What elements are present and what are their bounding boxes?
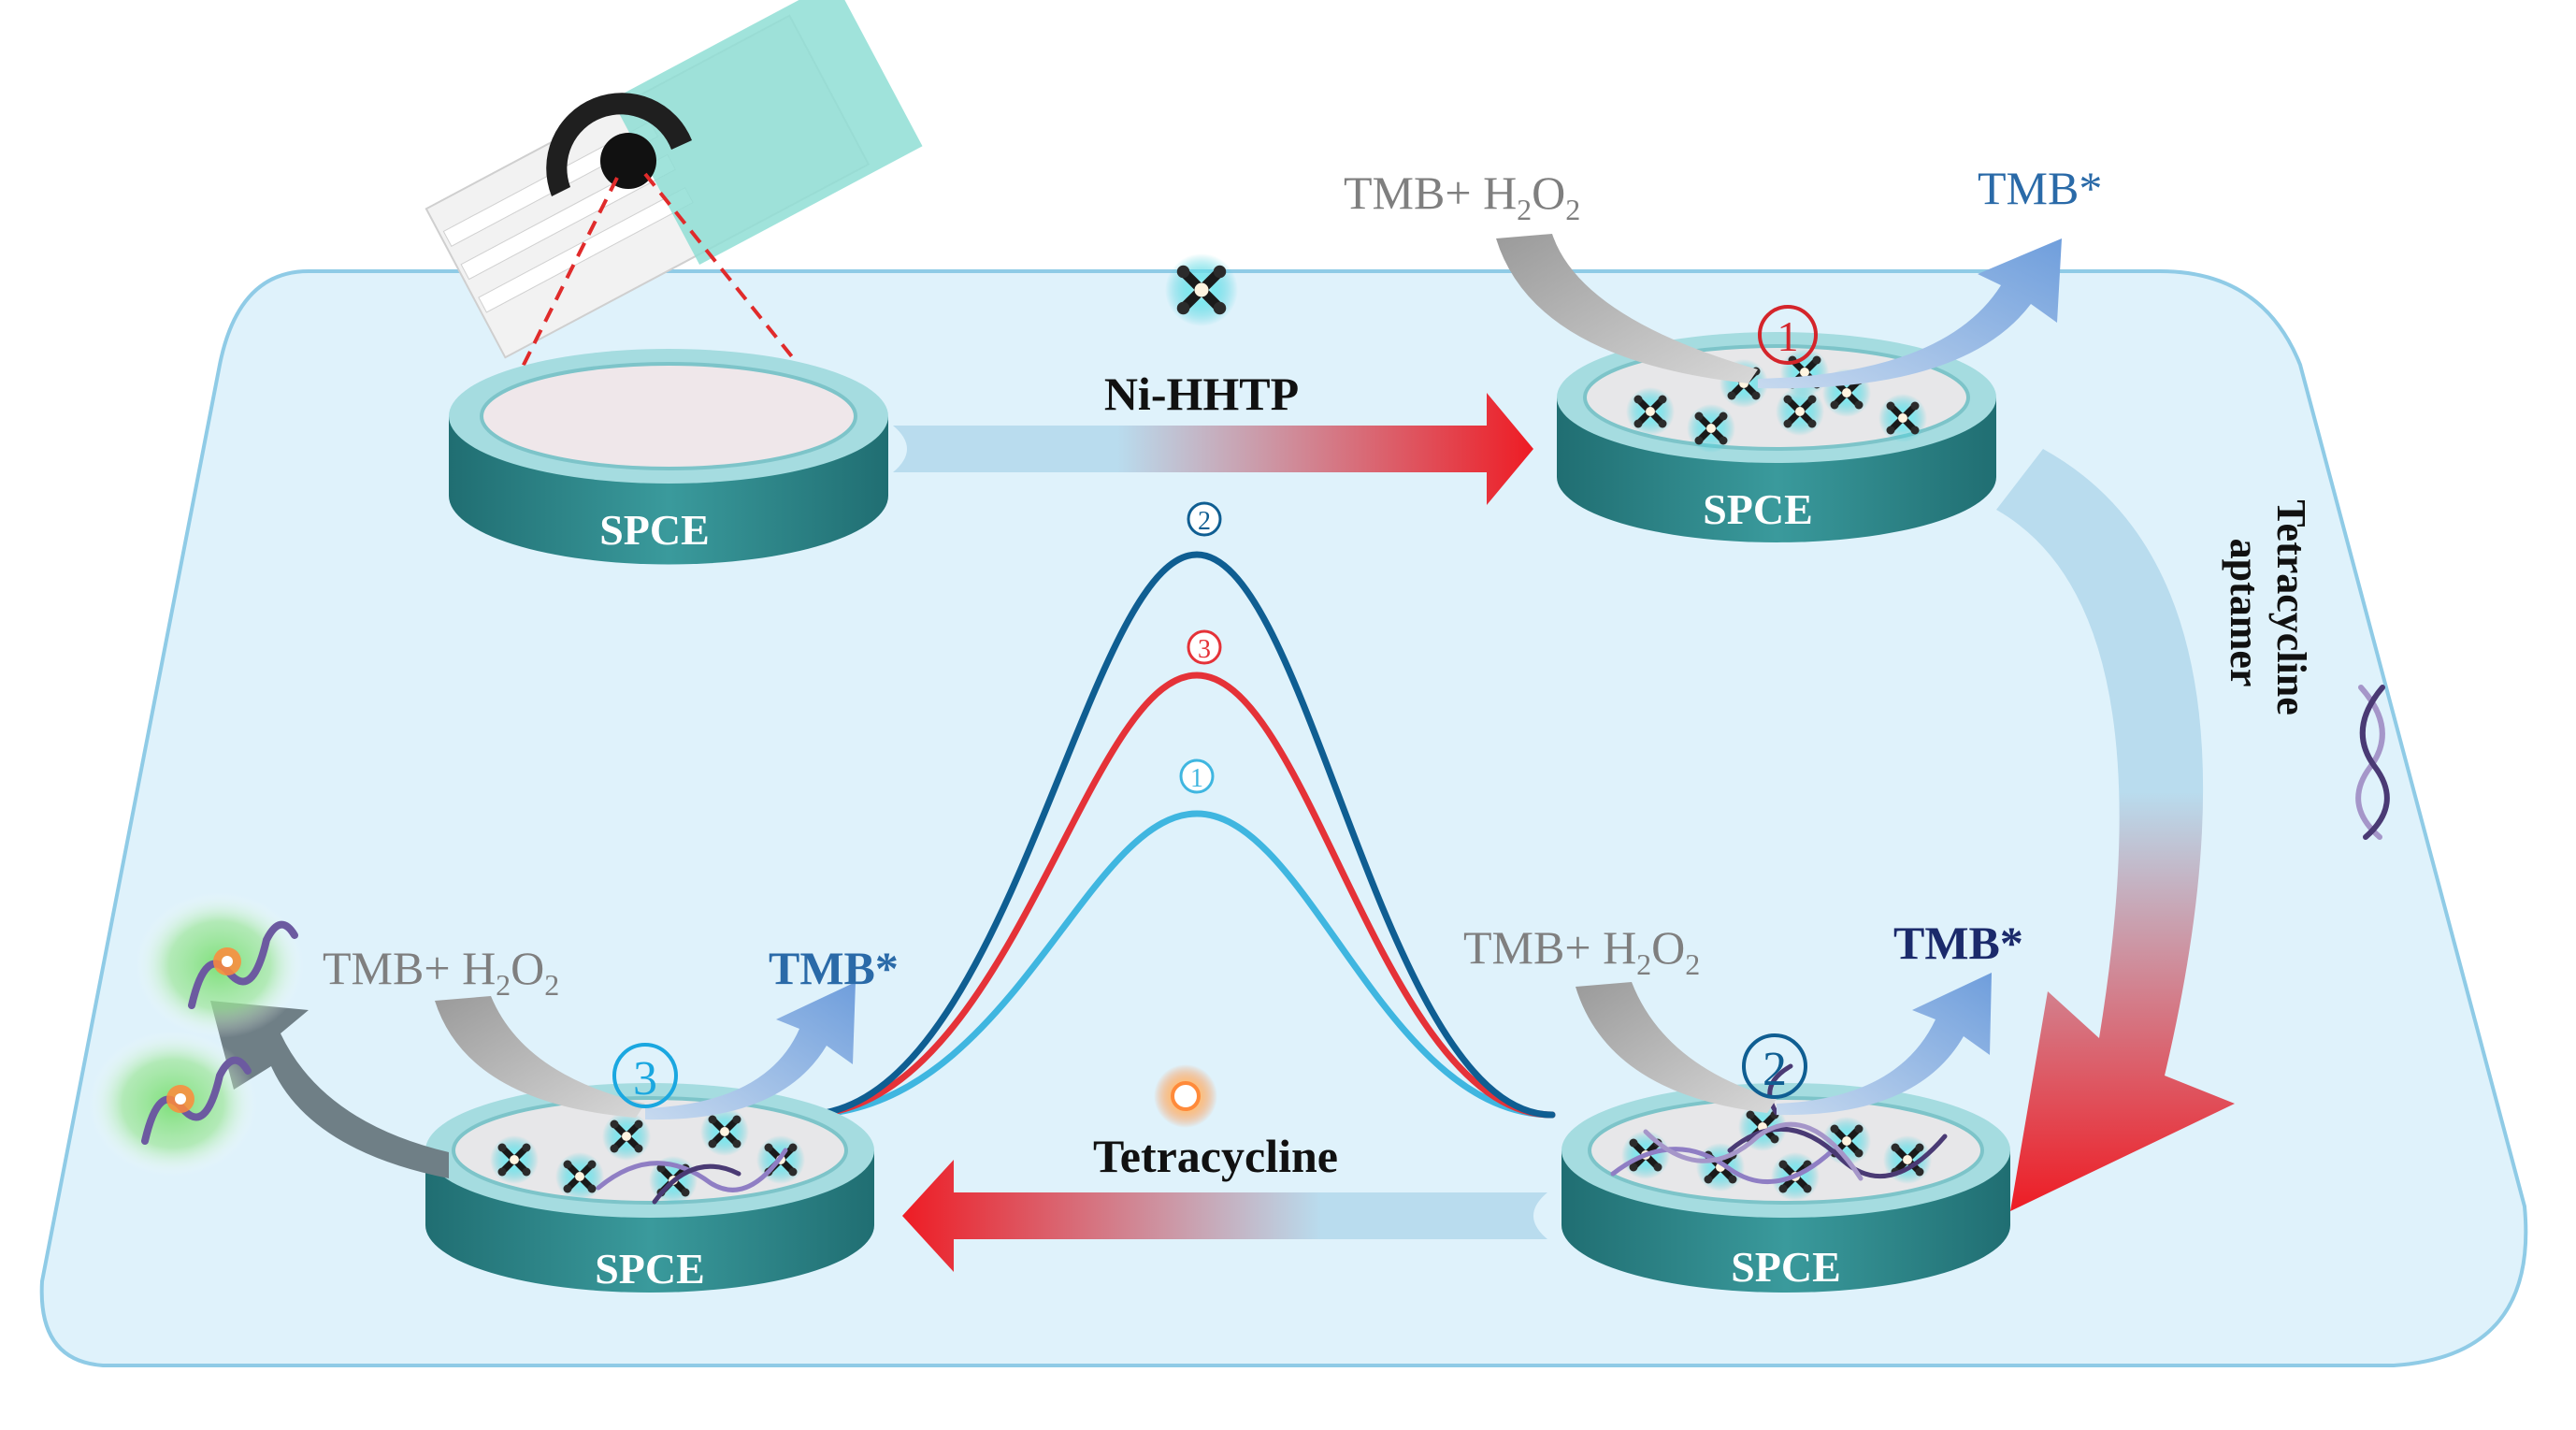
electrode-label-tetracycline: SPCE [595, 1245, 705, 1293]
gray-reactant-arrow-1 [1496, 234, 1758, 383]
svg-text:1: 1 [1777, 312, 1799, 360]
electrode-label-aptamer: SPCE [1731, 1243, 1841, 1291]
product-label-2: TMB* [1893, 917, 2023, 969]
peak-marker-3: 3 [1187, 629, 1222, 665]
released-complex-lower [89, 1031, 257, 1177]
tetracycline-molecule-icon [1154, 1064, 1217, 1128]
step-marker-2: 2 [1742, 1033, 1807, 1099]
aptamer-strand-icon [2355, 685, 2390, 840]
arrow-tetracycline [902, 1160, 1547, 1272]
product-label-1: TMB* [1978, 162, 2102, 214]
electrode-label-bare: SPCE [599, 506, 710, 554]
svg-text:2: 2 [1763, 1043, 1787, 1096]
reactant-label-2: TMB+ H2O2 [1463, 921, 1700, 981]
gray-reactant-arrow-3 [435, 996, 645, 1118]
screen-printed-electrode-illustration [425, 0, 923, 394]
arrow-ni-hhtp [893, 393, 1533, 505]
gray-reactant-arrow-2 [1576, 982, 1777, 1113]
electrode-bare [449, 349, 888, 565]
electrode-aptamer [1561, 1063, 2010, 1293]
svg-text:3: 3 [633, 1052, 657, 1105]
peak-curve-1 [800, 810, 1556, 1119]
label-tetracycline: Tetracycline [1093, 1130, 1338, 1182]
blue-product-arrow-1 [1758, 238, 2062, 389]
peak-curve-3 [800, 672, 1556, 1119]
peak-marker-2: 2 [1187, 501, 1222, 537]
label-tetracycline-aptamer: Tetracycline aptamer [2222, 499, 2314, 726]
arrow-tetracycline-aptamer [1996, 449, 2235, 1211]
reactant-label-3: TMB+ H2O2 [323, 942, 559, 1002]
reactant-label-1: TMB+ H2O2 [1344, 166, 1580, 226]
release-arrow [210, 1001, 449, 1178]
electrode-tetracycline [425, 1083, 874, 1293]
product-label-3: TMB* [769, 942, 899, 994]
svg-text:3: 3 [1198, 635, 1211, 664]
label-ni-hhtp: Ni-HHTP [1104, 368, 1299, 420]
peak-curve-2 [800, 551, 1556, 1119]
blue-product-arrow-2 [1777, 973, 1992, 1116]
electrode-label-ni-hhtp: SPCE [1703, 485, 1813, 533]
peak-marker-1: 1 [1179, 758, 1215, 794]
released-complex-upper [136, 892, 304, 1038]
svg-text:1: 1 [1190, 764, 1203, 793]
blue-product-arrow-3 [645, 982, 856, 1120]
step-marker-3: 3 [612, 1043, 678, 1108]
ni-hhtp-particle-icon [1165, 253, 1238, 326]
signal-peak-plot [800, 551, 1556, 1119]
step-marker-1: 1 [1758, 305, 1818, 365]
svg-text:2: 2 [1198, 507, 1211, 536]
